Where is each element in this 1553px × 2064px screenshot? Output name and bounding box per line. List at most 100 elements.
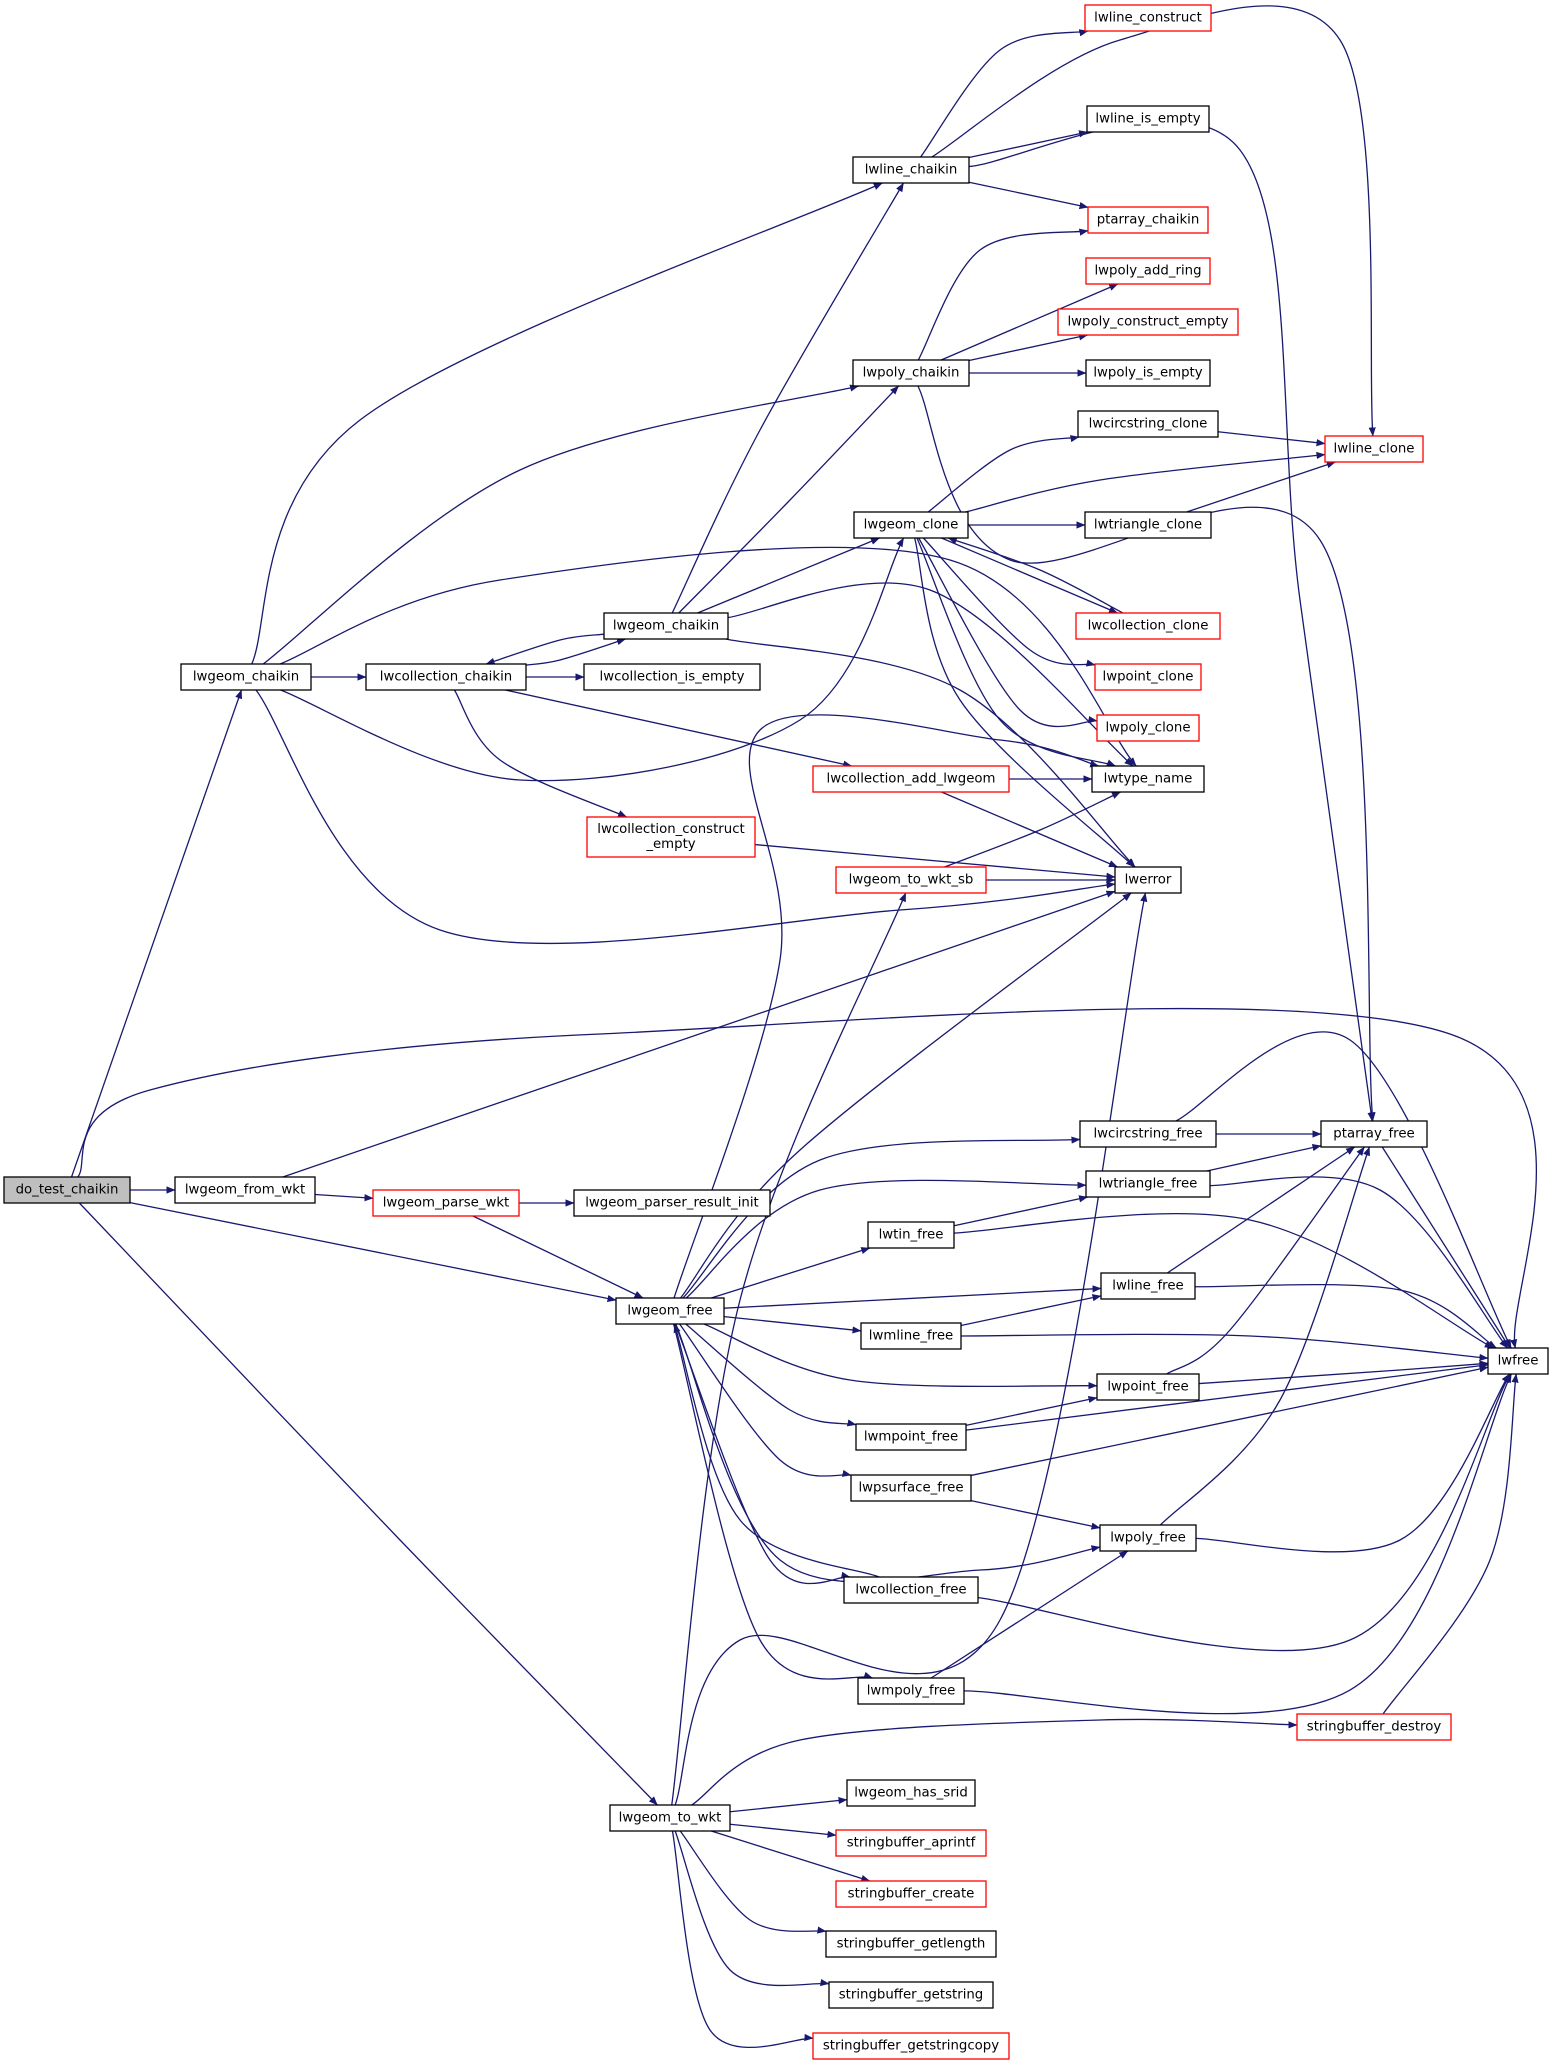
node-lwline_construct[interactable]: lwline_construct: [1084, 4, 1212, 32]
node-lwtin_free[interactable]: lwtin_free: [867, 1221, 955, 1249]
edge-lwgeom_free-to-lwtype_name: [673, 714, 1100, 1299]
edge-lwgeom_free-to-lwmpoly_free: [672, 1323, 873, 1680]
node-lwerror[interactable]: lwerror: [1114, 866, 1182, 894]
edge-lwgeom_to_wkt_sb-to-lwtype_name: [944, 791, 1121, 868]
node-lwgeom_has_srid[interactable]: lwgeom_has_srid: [846, 1779, 976, 1807]
node-stringbuffer_getlength[interactable]: stringbuffer_getlength: [825, 1930, 997, 1958]
edge-lwgeom_chaikin_2-to-lwtype_name: [727, 582, 1134, 767]
node-box: [835, 1829, 987, 1857]
node-label: lwgeom_parser_result_init: [585, 1196, 759, 1211]
node-lwtype_name[interactable]: lwtype_name: [1091, 765, 1205, 793]
node-lwgeom_to_wkt_sb[interactable]: lwgeom_to_wkt_sb: [835, 866, 987, 894]
node-lwfree[interactable]: lwfree: [1487, 1347, 1549, 1375]
edge-do_test_chaikin-to-lwgeom_to_wkt: [78, 1202, 658, 1806]
node-lwpoly_clone[interactable]: lwpoly_clone: [1096, 714, 1200, 742]
node-lwline_chaikin[interactable]: lwline_chaikin: [852, 156, 970, 184]
node-lwpoint_clone[interactable]: lwpoint_clone: [1094, 663, 1202, 691]
node-lwgeom_chaikin_2[interactable]: lwgeom_chaikin: [603, 612, 729, 640]
node-label: stringbuffer_destroy: [1307, 1720, 1442, 1735]
node-box: [1100, 1272, 1196, 1300]
node-lwtriangle_clone[interactable]: lwtriangle_clone: [1084, 511, 1212, 539]
node-label: lwpoly_construct_empty: [1067, 315, 1228, 330]
node-lwmpoly_free[interactable]: lwmpoly_free: [857, 1677, 965, 1705]
node-lwcircstring_clone[interactable]: lwcircstring_clone: [1077, 410, 1219, 438]
node-lwgeom_free[interactable]: lwgeom_free: [615, 1297, 725, 1325]
edge-lwcircstring_free-to-lwfree: [1175, 1031, 1512, 1349]
node-lwcollection_is_empty[interactable]: lwcollection_is_empty: [583, 663, 761, 691]
edge-lwmpoint_free-to-lwfree: [965, 1362, 1489, 1431]
node-label: lwcollection_free: [855, 1583, 966, 1598]
node-lwgeom_to_wkt[interactable]: lwgeom_to_wkt: [609, 1804, 731, 1832]
edge-lwmpoly_free-to-lwfree: [963, 1373, 1512, 1715]
edge-lwgeom_from_wkt-to-lwgeom_parse_wkt: [314, 1193, 374, 1202]
node-lwline_is_empty[interactable]: lwline_is_empty: [1086, 105, 1210, 133]
node-lwcollection_construct_empty[interactable]: lwcollection_construct_empty: [586, 816, 756, 858]
node-lwgeom_parser_result_init[interactable]: lwgeom_parser_result_init: [573, 1189, 771, 1217]
node-lwline_free[interactable]: lwline_free: [1100, 1272, 1196, 1300]
node-lwpoly_add_ring[interactable]: lwpoly_add_ring: [1085, 257, 1211, 285]
node-stringbuffer_create[interactable]: stringbuffer_create: [835, 1880, 987, 1908]
node-lwcollection_clone[interactable]: lwcollection_clone: [1075, 612, 1221, 640]
edge-lwpoint_free-to-ptarray_free: [1166, 1146, 1365, 1375]
node-box: [1096, 714, 1200, 742]
node-label: lwtriangle_free: [1099, 1177, 1198, 1192]
node-box: [1099, 1524, 1197, 1552]
node-lwtriangle_free[interactable]: lwtriangle_free: [1085, 1170, 1211, 1198]
node-lwcollection_add_lwgeom[interactable]: lwcollection_add_lwgeom: [812, 765, 1010, 793]
edge-lwgeom_free-to-lwtin_free: [711, 1247, 871, 1299]
edge-lwgeom_free-to-lwmpoint_free: [685, 1323, 857, 1427]
node-lwgeom_from_wkt[interactable]: lwgeom_from_wkt: [174, 1176, 316, 1204]
node-ptarray_chaikin[interactable]: ptarray_chaikin: [1087, 206, 1209, 234]
node-lwmpoint_free[interactable]: lwmpoint_free: [855, 1423, 967, 1451]
node-stringbuffer_aprintf[interactable]: stringbuffer_aprintf: [835, 1829, 987, 1857]
node-label: lwgeom_from_wkt: [185, 1183, 305, 1198]
node-lwgeom_chaikin_1[interactable]: lwgeom_chaikin: [180, 663, 312, 691]
node-lwcircstring_free[interactable]: lwcircstring_free: [1079, 1120, 1217, 1148]
node-lwpoly_free[interactable]: lwpoly_free: [1099, 1524, 1197, 1552]
node-box: [573, 1189, 771, 1217]
node-label: lwline_is_empty: [1095, 112, 1200, 127]
node-lwgeom_parse_wkt[interactable]: lwgeom_parse_wkt: [372, 1189, 520, 1217]
edge-lwpoly_chaikin-to-ptarray_free: [917, 385, 1376, 1122]
edge-lwgeom_clone-to-lwline_clone: [965, 451, 1326, 513]
edge-lwcollection_add_lwgeom-to-lwerror: [941, 791, 1118, 868]
edge-lwpsurface_free-to-lwpoly_free: [970, 1500, 1101, 1530]
node-box: [1077, 410, 1219, 438]
node-label: lwgeom_to_wkt: [619, 1811, 722, 1826]
node-label: _empty: [645, 837, 695, 852]
node-lwpoly_chaikin[interactable]: lwpoly_chaikin: [852, 359, 970, 387]
node-label: lwpsurface_free: [858, 1481, 963, 1496]
node-label: lwcircstring_free: [1093, 1127, 1202, 1142]
edge-lwmpoint_free-to-lwpoint_free: [965, 1396, 1098, 1427]
node-lwpsurface_free[interactable]: lwpsurface_free: [850, 1474, 972, 1502]
edge-lwline_free-to-lwfree: [1194, 1283, 1497, 1349]
node-ptarray_free[interactable]: ptarray_free: [1320, 1120, 1428, 1148]
edge-lwgeom_clone-to-lwerror: [914, 537, 1135, 868]
node-lwgeom_clone[interactable]: lwgeom_clone: [853, 511, 969, 539]
node-label: lwgeom_has_srid: [854, 1786, 968, 1801]
node-lwmline_free[interactable]: lwmline_free: [860, 1322, 962, 1350]
node-box: [867, 1221, 955, 1249]
node-do_test_chaikin[interactable]: do_test_chaikin: [3, 1176, 131, 1204]
node-label: lwcircstring_clone: [1089, 417, 1208, 432]
node-stringbuffer_destroy[interactable]: stringbuffer_destroy: [1296, 1713, 1452, 1741]
edge-lwgeom_clone-to-lwcollection_clone: [941, 537, 1118, 614]
node-box: [586, 816, 756, 858]
node-stringbuffer_getstring[interactable]: stringbuffer_getstring: [828, 1981, 994, 2009]
node-box: [860, 1322, 962, 1350]
node-label: lwpoly_add_ring: [1094, 264, 1201, 279]
node-lwpoly_is_empty[interactable]: lwpoly_is_empty: [1085, 359, 1211, 387]
edge-lwgeom_chaikin_1-to-lwline_chaikin: [251, 182, 883, 665]
node-stringbuffer_getstringcopy[interactable]: stringbuffer_getstringcopy: [812, 2032, 1010, 2060]
node-label: ptarray_chaikin: [1097, 213, 1200, 228]
node-lwcollection_free[interactable]: lwcollection_free: [843, 1576, 979, 1604]
node-box: [1086, 105, 1210, 133]
node-lwline_clone[interactable]: lwline_clone: [1324, 435, 1424, 463]
node-box: [603, 612, 729, 640]
edge-lwline_chaikin-to-lwline_is_empty: [968, 130, 1089, 159]
node-lwpoint_free[interactable]: lwpoint_free: [1096, 1373, 1200, 1401]
node-lwpoly_construct_empty[interactable]: lwpoly_construct_empty: [1057, 308, 1239, 336]
node-lwcollection_chaikin[interactable]: lwcollection_chaikin: [365, 663, 527, 691]
node-label: stringbuffer_getlength: [837, 1937, 986, 1952]
function-nodes: do_test_chaikin lwgeom_chaikin lwgeom_from…: [3, 4, 1549, 2060]
